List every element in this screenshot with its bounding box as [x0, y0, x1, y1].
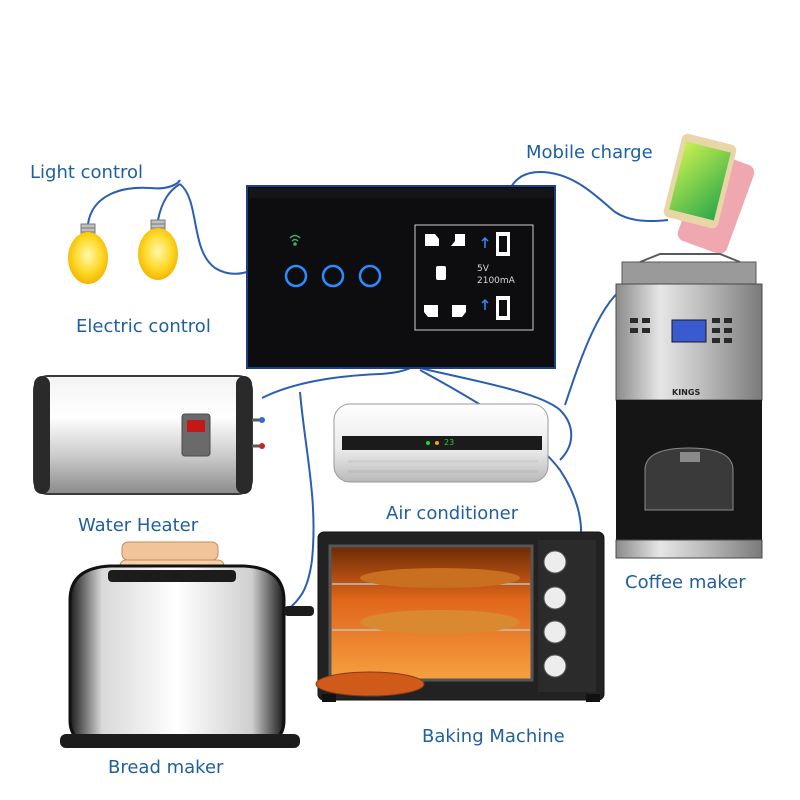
touch-buttons: [284, 264, 382, 288]
socket-slot-center: [436, 266, 446, 280]
socket-slot-top-right: [451, 234, 465, 246]
oven-knob-1[interactable]: [543, 550, 567, 574]
bread-maker: [60, 541, 314, 748]
heater-pipes: [252, 418, 262, 448]
wire-bulbs: [87, 179, 181, 225]
coffee-display: [671, 319, 707, 343]
light-bulb-right: [138, 219, 178, 280]
socket-slot-bottom-left: [424, 305, 438, 317]
label-light-control: Light control: [30, 162, 144, 183]
touch-button-3[interactable]: [358, 264, 382, 288]
oven-knob-2[interactable]: [543, 586, 567, 610]
label-water-heater: Water Heater: [78, 515, 199, 536]
touch-button-2[interactable]: [321, 264, 345, 288]
coffee-maker: [615, 253, 763, 559]
ac-temperature-display: 23: [444, 438, 455, 447]
label-baking-machine: Baking Machine: [422, 726, 565, 747]
oven-knobs: [543, 550, 567, 678]
wire-panel-to-ac: [419, 367, 573, 461]
phone-gold: [663, 133, 737, 229]
smart-wall-panel: [246, 185, 556, 369]
light-bulb-left: [68, 223, 108, 284]
usb-voltage-label: 5V: [477, 264, 489, 274]
usb-icon: [481, 236, 489, 310]
oven-knob-4[interactable]: [543, 654, 567, 678]
air-conditioner: [333, 403, 549, 483]
coffee-brand-text: KINGS: [672, 388, 701, 397]
oven-knob-3[interactable]: [543, 620, 567, 644]
label-coffee-maker: Coffee maker: [625, 572, 746, 593]
wire-light-to-panel: [179, 183, 248, 275]
coffee-buttons: [630, 318, 732, 343]
baking-machine: [315, 531, 605, 702]
socket-slot-bottom-right: [452, 305, 466, 317]
wifi-icon: [289, 234, 301, 246]
socket-slot-top-left: [425, 234, 439, 246]
wire-panel-to-toaster: [284, 391, 315, 613]
water-heater: [33, 375, 265, 495]
label-air-conditioner: Air conditioner: [386, 503, 519, 524]
touch-button-1[interactable]: [284, 264, 308, 288]
label-bread-maker: Bread maker: [108, 757, 224, 778]
wire-panel-to-oven: [419, 369, 582, 551]
label-electric-control: Electric control: [76, 316, 211, 337]
universal-socket: [414, 224, 534, 331]
usb-current-label: 2100mA: [477, 276, 515, 286]
label-mobile-charge: Mobile charge: [526, 142, 653, 163]
wire-bulb-2: [157, 183, 181, 221]
